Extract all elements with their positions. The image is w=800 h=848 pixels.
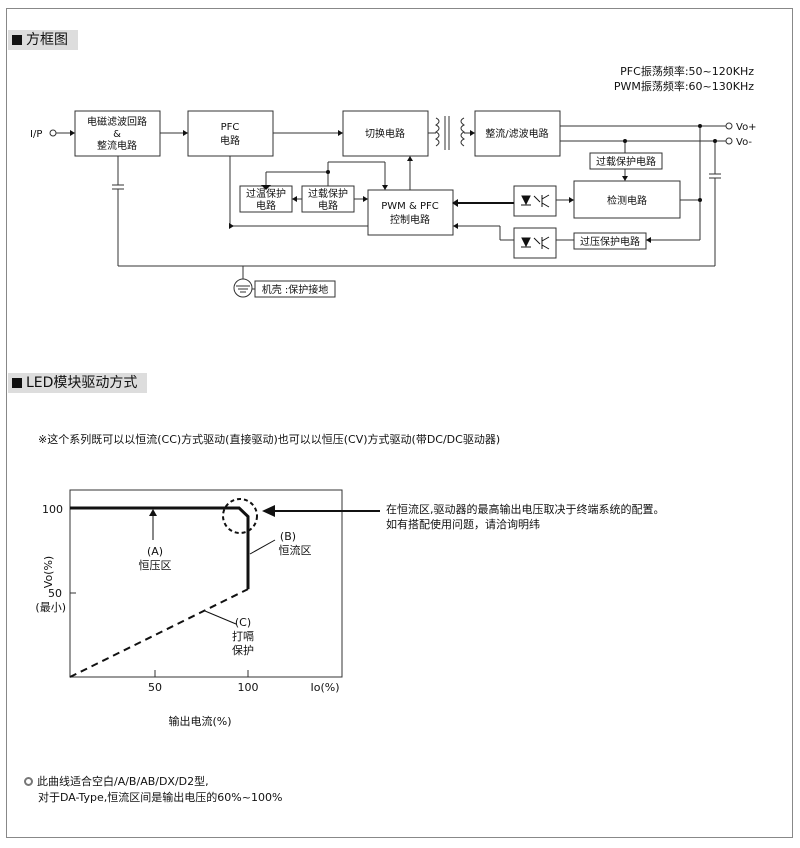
- otp-label-2: 电路: [256, 199, 276, 212]
- note-line: ※这个系列既可以以恒流(CC)方式驱动(直接驱动)也可以以恒压(CV)方式驱动(…: [38, 433, 501, 446]
- x-tick-100-label: 100: [238, 681, 259, 694]
- x-axis-label: 输出电流(%): [168, 714, 231, 728]
- square-bullet-icon: [12, 35, 22, 45]
- region-b-label: (B): [280, 530, 296, 543]
- x-tick-50-label: 50: [148, 681, 162, 694]
- square-bullet-icon: [12, 378, 22, 388]
- pfc-label-1: PFC: [221, 122, 240, 133]
- rectify-label: 整流/滤波电路: [485, 127, 548, 140]
- detect-label: 检测电路: [607, 194, 647, 207]
- y-tick-50-sub: (最小): [35, 601, 66, 614]
- circle-bullet-icon: [24, 777, 33, 786]
- region-c-text-1: 打嗝: [232, 629, 254, 643]
- block-diagram: PFC振荡频率:50~120KHz PWM振荡频率:60~130KHz I/P …: [30, 64, 757, 298]
- y-axis-label: Vo(%): [42, 556, 55, 588]
- footer-line-2: 对于DA-Type,恒流区间是输出电压的60%~100%: [38, 791, 283, 804]
- olp-label-1: 过载保护: [308, 187, 348, 200]
- optocoupler-2: [513, 227, 557, 259]
- ip-terminal: [49, 129, 57, 137]
- vo-minus-terminal: [725, 137, 733, 145]
- pfc-label-2: 电路: [220, 134, 240, 147]
- vo-plus-label: Vo+: [736, 122, 757, 133]
- otp-label-1: 过温保护: [246, 187, 286, 200]
- emi-label-2: &: [113, 129, 121, 140]
- pfc-box: [187, 110, 274, 157]
- led-section-title: LED模块驱动方式: [8, 373, 148, 393]
- vo-plus-terminal: [725, 122, 733, 130]
- emi-label-1: 电磁滤波回路: [87, 115, 147, 128]
- optocoupler-glyph-icon: [521, 194, 550, 250]
- ovp-label: 过压保护电路: [580, 235, 640, 248]
- switch-label: 切换电路: [365, 127, 405, 140]
- annotation-arrow-icon: [262, 505, 275, 517]
- y-tick-50: 50: [48, 587, 62, 600]
- block-diagram-title: 方框图: [26, 32, 68, 48]
- drive-mode-chart: 100 50 (最小) Vo(%) 50 100 Io(%) 输出电流(%) (…: [35, 489, 380, 728]
- block-diagram-section-title: 方框图: [8, 30, 78, 50]
- led-title: LED模块驱动方式: [26, 375, 138, 391]
- ovp-box: [573, 232, 647, 250]
- ctrl-label-2: 控制电路: [390, 213, 430, 226]
- region-a-text: 恒压区: [139, 559, 172, 572]
- knee-highlight-circle: [222, 498, 258, 534]
- optocoupler-1: [513, 185, 557, 217]
- y-tick-100: 100: [42, 503, 63, 516]
- footer-line-1: 此曲线适合空白/A/B/AB/DX/D2型,: [24, 774, 209, 790]
- series-solid: [70, 506, 250, 590]
- ctrl-label-1: PWM & PFC: [381, 201, 438, 212]
- olp-out-label: 过载保护电路: [596, 155, 656, 168]
- series-dashed: [69, 588, 249, 678]
- freq-pwm-text: PWM振荡频率:60~130KHz: [614, 79, 754, 93]
- emi-label-3: 整流电路: [97, 139, 137, 152]
- annotation-line-2: 如有搭配使用问题，请洽询明纬: [386, 518, 540, 531]
- control-box: [367, 189, 454, 236]
- vo-minus-label: Vo-: [736, 137, 752, 148]
- olp-out-box: [589, 152, 663, 170]
- region-c-text-2: 保护: [232, 643, 254, 657]
- region-b-text: 恒流区: [279, 543, 312, 557]
- arrow-a-icon: [149, 509, 157, 516]
- freq-pfc-text: PFC振荡频率:50~120KHz: [620, 64, 754, 78]
- region-a-label: (A): [147, 545, 163, 558]
- olp-label-2: 电路: [318, 199, 338, 212]
- ip-label: I/P: [30, 129, 42, 140]
- x-unit-label: Io(%): [310, 681, 339, 694]
- chart-plot-area: [69, 489, 343, 678]
- region-c-label: (C): [235, 616, 251, 629]
- fg-label: 机壳 :保护接地: [262, 283, 329, 296]
- page-frame: [6, 8, 793, 838]
- annotation-line-1: 在恒流区,驱动器的最高输出电压取决于终端系统的配置。: [386, 503, 665, 516]
